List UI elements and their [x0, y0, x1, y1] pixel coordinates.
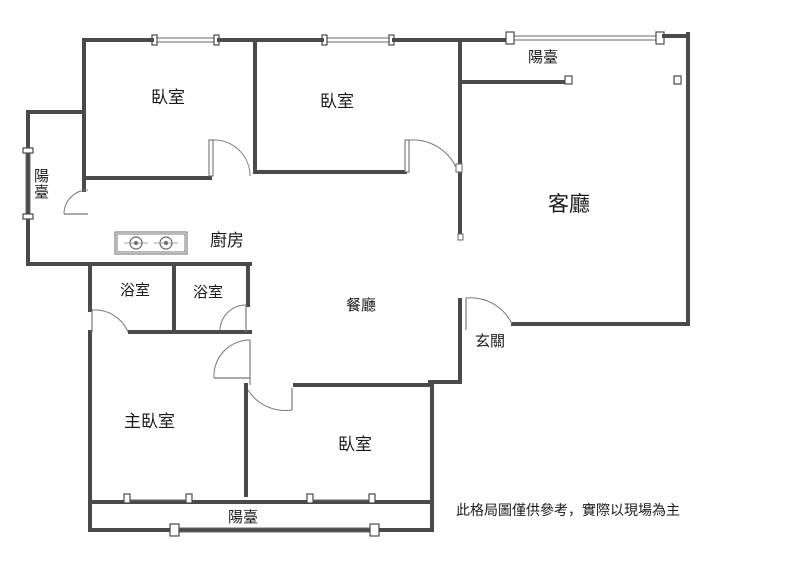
kitchen-counter — [114, 231, 188, 255]
room-label-bathroom-right: 浴室 — [193, 283, 224, 301]
room-label-living-room: 客廳 — [548, 192, 590, 216]
door-swing — [212, 139, 251, 177]
door-swing — [465, 297, 513, 325]
window-cap — [185, 493, 193, 504]
window-cap — [169, 523, 180, 537]
room-label-master-bedroom: 主臥室 — [124, 412, 175, 432]
windows — [22, 31, 690, 537]
window-cap — [22, 147, 34, 154]
balcony-label-left: 陽臺 — [32, 168, 50, 200]
door-jamb — [404, 139, 410, 173]
door-swing — [247, 389, 293, 411]
window-cap — [505, 31, 515, 45]
door-swing — [408, 139, 459, 173]
balcony-label-bottom: 陽臺 — [228, 508, 259, 526]
door-jamb — [457, 233, 464, 241]
window-cap — [22, 213, 34, 220]
window-cap — [369, 523, 380, 537]
balcony-label-top-right: 陽臺 — [528, 48, 559, 66]
door-swing — [219, 304, 247, 331]
room-label-bedroom-bottom: 臥室 — [338, 435, 372, 455]
room-label-bedroom-top-mid: 臥室 — [320, 92, 354, 112]
disclaimer-text: 此格局圖僅供參考，實際以現場為主 — [456, 503, 680, 519]
doors — [63, 139, 513, 411]
window-cap — [306, 493, 314, 504]
door-swing — [91, 309, 129, 333]
room-label-bathroom-left: 浴室 — [120, 281, 151, 299]
room-label-dining-room: 餐廳 — [346, 296, 377, 314]
window-cap — [123, 493, 131, 504]
window-cap — [368, 493, 376, 504]
door-jamb — [208, 139, 214, 177]
stove-icon — [116, 233, 186, 253]
room-label-bedroom-top-left: 臥室 — [151, 88, 185, 108]
window-cap — [564, 75, 573, 85]
room-label-kitchen: 廚房 — [210, 231, 244, 251]
room-label-entrance: 玄關 — [475, 332, 506, 350]
door-jamb — [455, 163, 463, 173]
window-cap — [673, 75, 682, 85]
door-swing — [63, 189, 89, 215]
door-swing — [213, 339, 251, 379]
